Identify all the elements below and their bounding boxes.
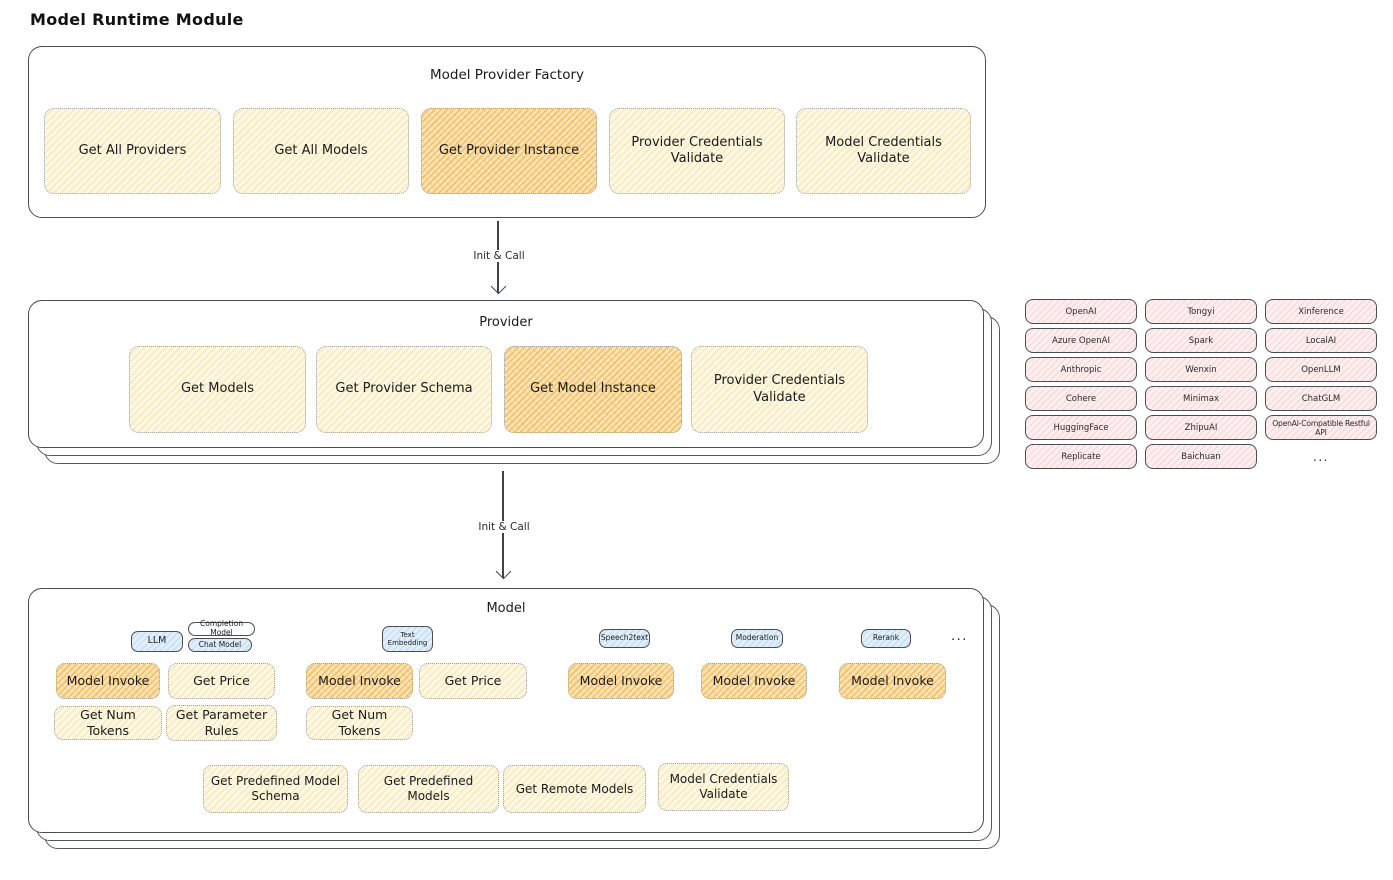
provider-chip-openai: OpenAI: [1025, 299, 1137, 324]
model-node-model-invoke-rerank: Model Invoke: [839, 663, 946, 699]
factory-node-model-credentials-validate: Model Credentials Validate: [796, 108, 971, 194]
model-node-model-invoke-speech2text: Model Invoke: [568, 663, 674, 699]
model-node-model-invoke-llm: Model Invoke: [56, 663, 160, 699]
provider-chip-huggingface: HuggingFace: [1025, 415, 1137, 440]
factory-panel-title: Model Provider Factory: [429, 67, 584, 83]
model-type-tag-speech2text: Speech2text: [599, 629, 650, 648]
model-node-get-price-text-embedding: Get Price: [419, 663, 527, 699]
provider-chip-openllm: OpenLLM: [1265, 357, 1377, 382]
provider-list-grid: OpenAI Tongyi Xinference Azure OpenAI Sp…: [1025, 299, 1377, 469]
provider-chip-replicate: Replicate: [1025, 444, 1137, 469]
model-type-tag-llm: LLM: [131, 631, 183, 652]
model-node-get-num-tokens-llm: Get Num Tokens: [54, 706, 162, 740]
provider-node-get-provider-schema: Get Provider Schema: [316, 346, 492, 433]
provider-node-get-models: Get Models: [129, 346, 306, 433]
model-type-tag-chat-model: Chat Model: [188, 638, 252, 652]
init-call-label-1: Init & Call: [468, 250, 530, 262]
model-node-get-parameter-rules: Get Parameter Rules: [166, 705, 277, 741]
model-type-tag-completion-model: Completion Model: [188, 620, 255, 637]
provider-panel: Provider Get Models Get Provider Schema …: [28, 300, 984, 448]
factory-node-get-all-providers: Get All Providers: [44, 108, 221, 194]
arrowhead-down-icon: [490, 278, 507, 295]
init-call-label-2: Init & Call: [473, 521, 535, 533]
provider-chip-anthropic: Anthropic: [1025, 357, 1137, 382]
provider-chip-cohere: Cohere: [1025, 386, 1137, 411]
provider-chip-chatglm: ChatGLM: [1265, 386, 1377, 411]
model-type-tag-text-embedding: Text Embedding: [382, 626, 433, 652]
provider-chip-zhipuai: ZhipuAI: [1145, 415, 1257, 440]
factory-node-get-provider-instance: Get Provider Instance: [421, 108, 597, 194]
provider-chip-spark: Spark: [1145, 328, 1257, 353]
model-node-get-price-llm: Get Price: [168, 663, 275, 699]
provider-node-get-model-instance: Get Model Instance: [504, 346, 682, 433]
provider-chip-xinference: Xinference: [1265, 299, 1377, 324]
model-node-model-credentials-validate: Model Credentials Validate: [658, 763, 789, 811]
model-node-get-num-tokens-text-embedding: Get Num Tokens: [306, 706, 413, 740]
provider-chip-azure-openai: Azure OpenAI: [1025, 328, 1137, 353]
provider-chip-minimax: Minimax: [1145, 386, 1257, 411]
provider-chip-baichuan: Baichuan: [1145, 444, 1257, 469]
factory-node-provider-credentials-validate: Provider Credentials Validate: [609, 108, 785, 194]
diagram-title: Model Runtime Module: [30, 10, 244, 29]
factory-node-get-all-models: Get All Models: [233, 108, 409, 194]
provider-chip-openai-compatible-restful-api: OpenAI-Compatible Restful API: [1265, 415, 1377, 440]
model-node-model-invoke-moderation: Model Invoke: [701, 663, 807, 699]
model-type-tag-moderation: Moderation: [731, 629, 783, 648]
arrowhead-down-icon: [495, 563, 512, 580]
provider-chip-localai: LocalAI: [1265, 328, 1377, 353]
model-node-get-predefined-models: Get Predefined Models: [358, 765, 499, 813]
model-node-get-remote-models: Get Remote Models: [503, 765, 646, 813]
provider-panel-title: Provider: [479, 315, 533, 330]
model-node-get-predefined-model-schema: Get Predefined Model Schema: [203, 765, 348, 813]
model-node-model-invoke-text-embedding: Model Invoke: [306, 663, 413, 699]
model-types-more-ellipsis: ...: [951, 629, 968, 644]
model-panel-title: Model: [486, 601, 526, 616]
model-provider-factory-panel: Model Provider Factory Get All Providers…: [28, 46, 986, 218]
model-type-tag-rerank: Rerank: [861, 629, 911, 648]
provider-chip-wenxin: Wenxin: [1145, 357, 1257, 382]
provider-list-more-ellipsis: ...: [1313, 449, 1329, 464]
provider-node-provider-credentials-validate: Provider Credentials Validate: [691, 346, 868, 433]
provider-chip-tongyi: Tongyi: [1145, 299, 1257, 324]
model-panel: Model LLM Completion Model Chat Model Te…: [28, 588, 984, 833]
